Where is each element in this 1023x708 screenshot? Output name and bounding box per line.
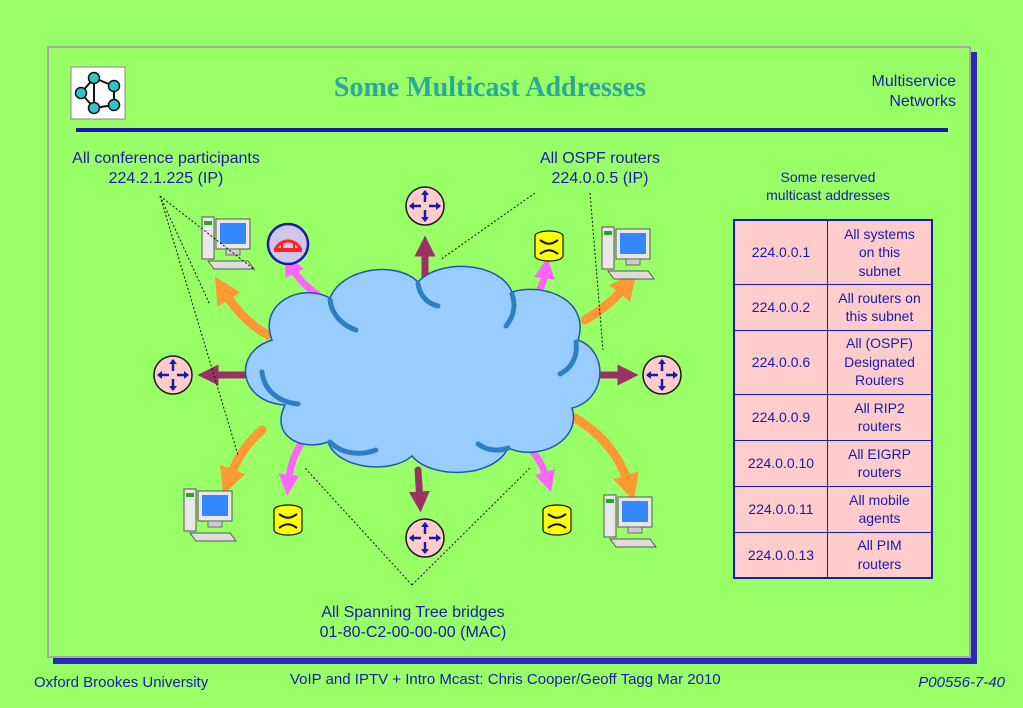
- brand-line: Networks: [889, 93, 956, 110]
- description-line: subnet: [858, 262, 901, 279]
- description-line: Routers: [854, 372, 905, 389]
- computer-icon: [201, 216, 255, 270]
- description-cell: All EIGRP routers: [827, 439, 933, 487]
- table-row: 224.0.0.9 All RIP2 routers: [733, 393, 933, 441]
- computer-icon: [603, 494, 657, 548]
- description-cell: All mobile agents: [827, 485, 933, 533]
- description-line: All PIM: [857, 537, 902, 554]
- description-line: All RIP2: [854, 399, 905, 416]
- table-row: 224.0.0.10 All EIGRP routers: [733, 439, 933, 487]
- description-line: All systems: [844, 225, 915, 242]
- bridge-icon: [542, 504, 572, 536]
- conference-label-line2: 224.2.1.225 (IP): [108, 170, 224, 187]
- router-icon: [404, 517, 446, 559]
- reserved-caption-line: Some reserved: [780, 169, 876, 185]
- description-line: All EIGRP: [847, 445, 911, 462]
- bridge-icon: [273, 504, 303, 536]
- router-icon: [404, 185, 446, 227]
- description-line: All (OSPF): [846, 335, 913, 352]
- description-line: agents: [858, 510, 901, 526]
- description-line: this subnet: [845, 308, 914, 324]
- conference-label: All conference participants 224.2.1.225 …: [58, 149, 274, 189]
- description-line: All mobile: [849, 491, 910, 508]
- computer-icon: [183, 488, 237, 542]
- description-line: routers: [857, 555, 902, 572]
- description-line: Designated: [844, 353, 915, 370]
- ospf-label-line2: 224.0.0.5 (IP): [551, 170, 649, 187]
- address-cell: 224.0.0.9: [733, 393, 828, 441]
- conference-label-line1: All conference participants: [72, 150, 260, 167]
- router-icon: [152, 354, 194, 396]
- table-row: 224.0.0.1 All systems on this subnet: [733, 219, 933, 285]
- spanning-tree-label-line2: 01-80-C2-00-00-00 (MAC): [319, 624, 507, 641]
- ospf-label: All OSPF routers 224.0.0.5 (IP): [516, 149, 684, 189]
- brand-line: Multiservice: [871, 73, 956, 90]
- bridge-icon: [534, 230, 564, 262]
- description-line: on this: [858, 244, 901, 260]
- reserved-caption-line: multicast addresses: [766, 187, 890, 203]
- address-cell: 224.0.0.10: [733, 439, 828, 487]
- table-row: 224.0.0.11 All mobile agents: [733, 485, 933, 533]
- network-logo-icon: [70, 66, 126, 120]
- address-cell: 224.0.0.6: [733, 329, 828, 395]
- footer-course: VoIP and IPTV + Intro Mcast: Chris Coope…: [290, 671, 721, 688]
- title-divider: [76, 128, 948, 132]
- address-cell: 224.0.0.13: [733, 531, 828, 579]
- address-cell: 224.0.0.11: [733, 485, 828, 533]
- slide-title: Some Multicast Addresses: [333, 72, 647, 103]
- spanning-tree-label: All Spanning Tree bridges 01-80-C2-00-00…: [296, 603, 530, 643]
- address-cell: 224.0.0.2: [733, 283, 828, 331]
- spanning-tree-label-line1: All Spanning Tree bridges: [321, 604, 505, 621]
- ospf-label-line1: All OSPF routers: [539, 150, 661, 167]
- pointer-lines: [159, 192, 604, 586]
- multicast-node-icon: [266, 222, 310, 266]
- description-line: routers: [857, 464, 902, 480]
- description-cell: All routers on this subnet: [827, 283, 933, 331]
- footer-institution: Oxford Brookes University: [34, 674, 209, 691]
- maroon-arrows: [197, 235, 639, 513]
- computer-icon: [601, 226, 655, 280]
- footer-code: P00556-7-40: [918, 674, 1005, 691]
- table-row: 224.0.0.2 All routers on this subnet: [733, 283, 933, 331]
- router-icon: [641, 354, 683, 396]
- network-cloud: [244, 265, 601, 474]
- description-line: All routers on: [838, 289, 921, 306]
- reserved-caption: Some reserved multicast addresses: [740, 168, 916, 204]
- orange-arrows: [214, 272, 639, 501]
- address-cell: 224.0.0.1: [733, 219, 828, 285]
- brand-label: Multiservice Networks: [820, 72, 956, 112]
- description-line: routers: [857, 418, 902, 434]
- description-cell: All RIP2 routers: [827, 393, 933, 441]
- description-cell: All systems on this subnet: [827, 219, 933, 285]
